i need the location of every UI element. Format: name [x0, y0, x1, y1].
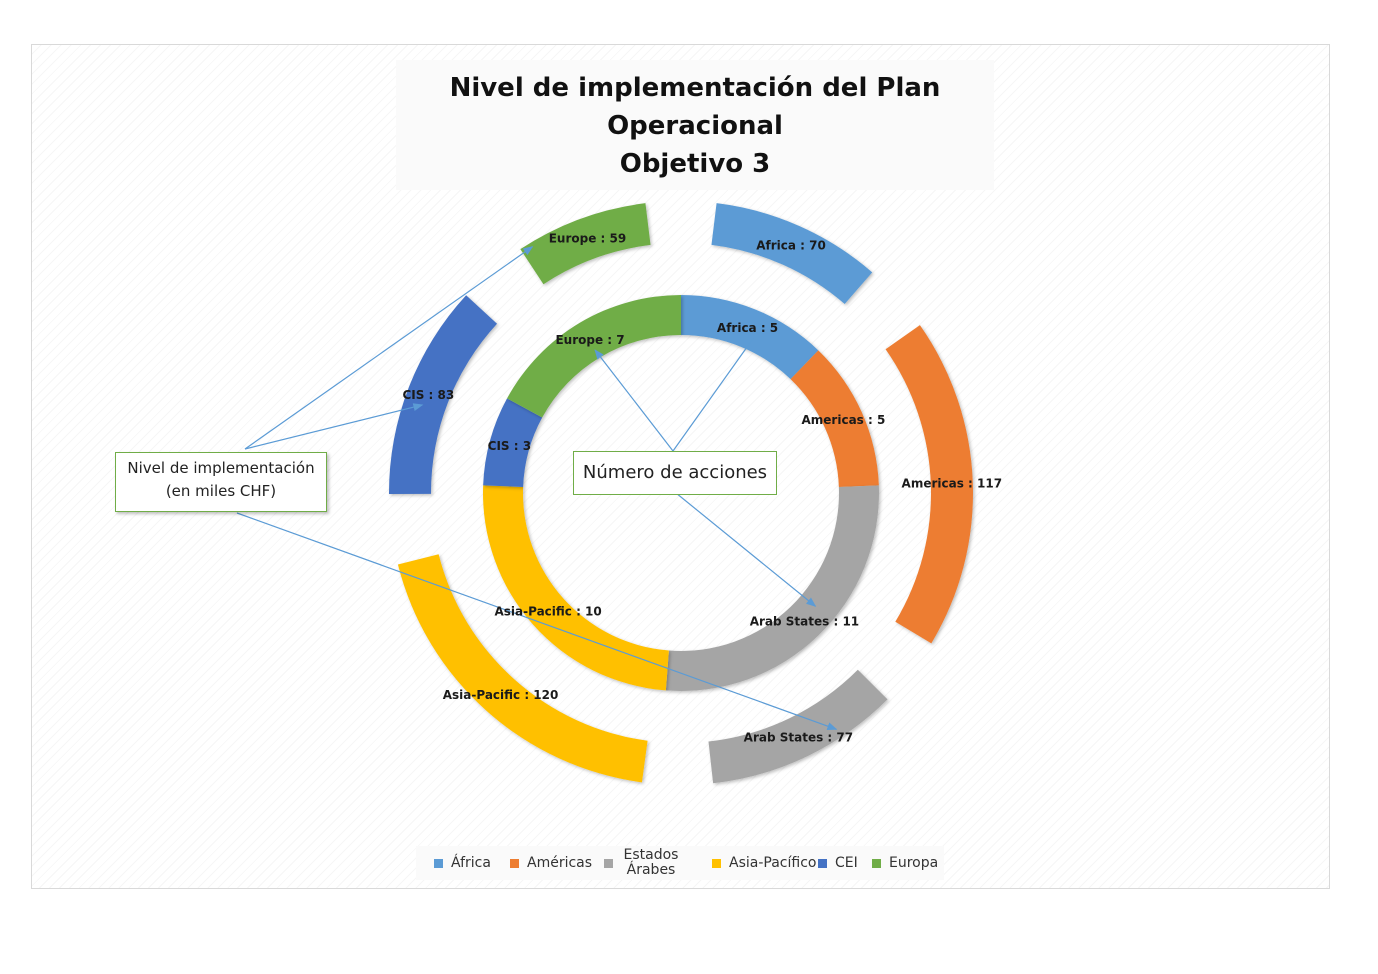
implementation-callout-line-2: (en miles CHF) [165, 482, 277, 500]
outer-ring-slice-asia-pacific [397, 554, 648, 783]
outer-ring-slice-africa [711, 203, 873, 305]
inner-ring [483, 295, 879, 691]
outer-ring-slice-americas [885, 325, 973, 644]
inner-ring-slice-arab-states [665, 485, 879, 691]
outer-label-cis: CIS : 83 [402, 388, 454, 402]
implementation-callout-line-1: Nivel de implementación [127, 459, 315, 477]
legend-swatch-asia-pacific [712, 858, 721, 868]
legend-item-arab-states: Estados Árabes [604, 846, 681, 880]
outer-label-africa: Africa : 70 [756, 238, 826, 252]
inner-label-americas: Americas : 5 [802, 413, 886, 427]
inner-ring-slice-asia-pacific [483, 485, 669, 691]
chart-title: Nivel de implementación del Plan Operaci… [396, 60, 994, 190]
data-labels: Africa : 5 Americas : 5 Arab States : 11 As… [402, 232, 1002, 745]
legend-swatch-europe [872, 858, 881, 868]
chart-title-line-1: Nivel de implementación del Plan Operaci… [449, 73, 941, 141]
inner-label-africa: Africa : 5 [717, 321, 778, 335]
legend-label-asia-pacific: Asia-Pacífico [729, 854, 817, 871]
inner-label-cis: CIS : 3 [488, 439, 531, 453]
legend-item-europe: Europa [872, 846, 938, 880]
arrow-actions-europe [594, 349, 674, 452]
outer-label-americas: Americas : 117 [902, 476, 1003, 490]
legend-item-africa: África [434, 846, 491, 880]
chart-title-line-2: Objetivo 3 [619, 149, 771, 179]
outer-label-arab-states: Arab States : 77 [744, 730, 853, 744]
legend-item-asia-pacific: Asia-Pacífico [712, 846, 816, 880]
outer-label-europe: Europe : 59 [549, 232, 626, 246]
inner-ring-slice-americas [790, 350, 879, 487]
arrow-actions-africa [672, 337, 755, 452]
legend-label-arab-states: Estados Árabes [623, 847, 679, 878]
inner-label-europe: Europe : 7 [555, 333, 624, 347]
outer-label-asia-pacific: Asia-Pacific : 120 [443, 688, 559, 702]
legend-item-cis: CEI [818, 846, 858, 880]
outer-ring-slice-arab-states [708, 669, 888, 784]
implementation-callout: Nivel de implementación (en miles CHF) [115, 452, 327, 512]
legend-item-americas: Américas [510, 846, 592, 880]
outer-ring-slice-europe [520, 203, 651, 285]
legend-label-africa: África [451, 854, 491, 871]
outer-ring-slice-cis [389, 295, 498, 494]
inner-ring-slice-europe [507, 295, 681, 418]
legend-swatch-cis [818, 858, 827, 868]
outer-ring [389, 203, 973, 784]
legend: África Américas Estados Árabes Asia-Pací… [416, 846, 944, 880]
inner-ring-slice-cis [483, 398, 543, 487]
legend-swatch-americas [510, 858, 519, 868]
legend-label-cis: CEI [835, 854, 858, 871]
arrow-actions-arab-states [675, 492, 817, 607]
arrow-impl-cis [244, 403, 424, 450]
arrow-impl-europe [244, 246, 534, 450]
arrow-impl-arab-states [236, 512, 838, 730]
inner-ring-slice-africa [681, 295, 819, 380]
legend-label-europe: Europa [889, 854, 939, 871]
inner-label-arab-states: Arab States : 11 [750, 614, 859, 628]
actions-callout: Número de acciones [573, 451, 777, 495]
legend-swatch-arab-states [604, 858, 613, 868]
callout-arrows [236, 246, 838, 730]
legend-label-americas: Américas [527, 854, 593, 871]
inner-label-asia-pacific: Asia-Pacific : 10 [494, 604, 601, 618]
legend-swatch-africa [434, 858, 443, 868]
